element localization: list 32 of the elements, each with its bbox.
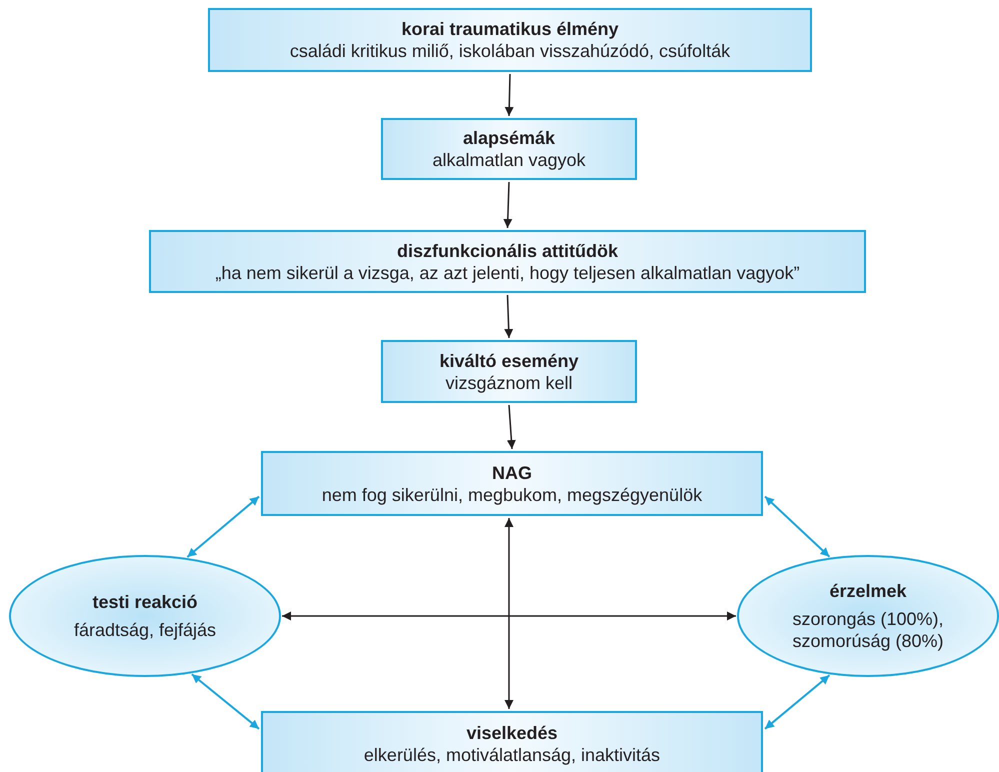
node-text: szorongás (100%), szomorúság (80%) [791, 608, 945, 652]
node-text: családi kritikus miliő, iskolában visszahúzódó, csúfolták [290, 40, 730, 62]
arrow [282, 612, 736, 620]
node-heading: alapsémák [462, 127, 556, 149]
node-heading: korai traumatikus élmény [401, 18, 619, 40]
arrow [506, 404, 516, 450]
arrow [503, 182, 512, 228]
arrow [504, 74, 514, 116]
node-heading: diszfunkcionális attitűdök [396, 240, 618, 262]
process-box [261, 711, 763, 772]
process-box [381, 340, 637, 403]
node-text: elkerülés, motiválatlanság, inaktivitás [364, 744, 660, 766]
node-text: „ha nem sikerül a vizsga, az azt jelenti, hogy teljesen alkalmatlan vagyok” [215, 262, 800, 284]
node-text: vizsgáznom kell [445, 372, 573, 394]
node-heading: kiváltó esemény [439, 350, 579, 372]
arrow [191, 673, 260, 730]
node-heading: érzelmek [829, 580, 907, 602]
node-text: fáradtság, fejfájás [74, 619, 216, 641]
arrow [764, 496, 830, 558]
node-heading: testi reakció [92, 591, 198, 613]
process-box [149, 230, 866, 293]
arrow [504, 294, 514, 338]
node-heading: viselkedés [466, 722, 558, 744]
process-box [381, 118, 637, 180]
arrow [186, 496, 260, 558]
arrow [764, 674, 830, 730]
process-box [261, 451, 763, 516]
arrow [504, 518, 514, 709]
node-text: alkalmatlan vagyok [432, 149, 586, 171]
process-box [208, 8, 812, 72]
node-heading: NAG [492, 462, 532, 484]
node-text: nem fog sikerülni, megbukom, megszégyenülök [322, 484, 702, 506]
